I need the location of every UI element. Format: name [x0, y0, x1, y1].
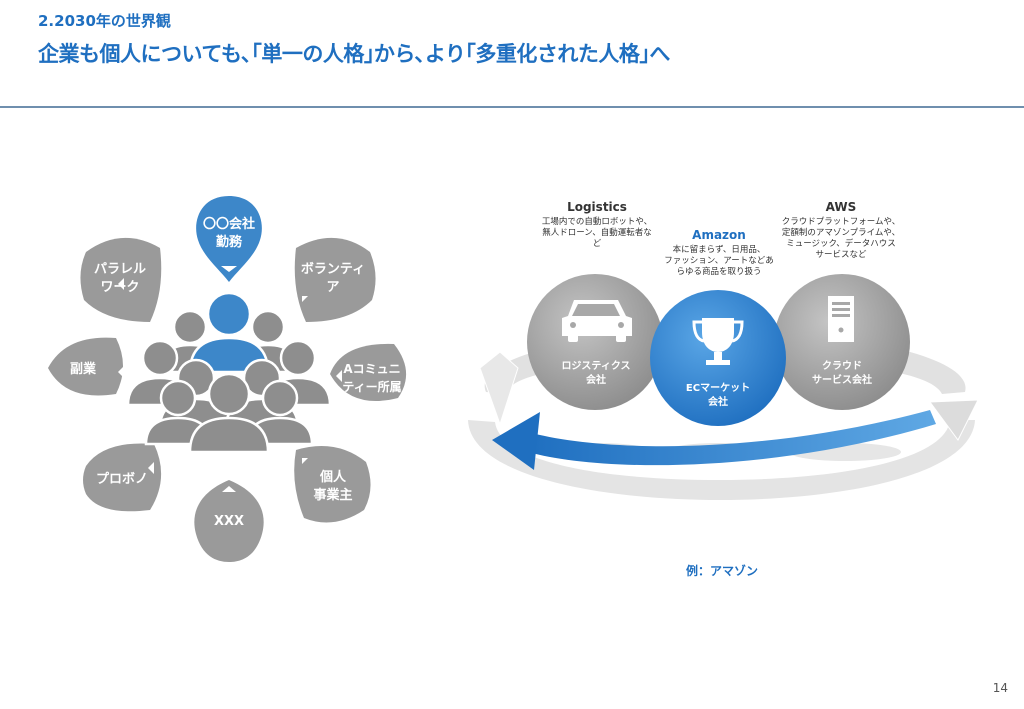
petal-notch — [302, 296, 308, 302]
ring-arrowhead-right — [929, 399, 979, 441]
logistics-block: Logistics 工場内での自動ロボットや、 無人ドローン、自動運転者な ど — [530, 200, 664, 250]
amazon-description: 本に留まらず、日用品、 ファッション、アートなどあ らゆる商品を取り扱う — [652, 245, 786, 278]
label-company: 〇〇会社 — [203, 216, 255, 232]
petal-notch — [118, 366, 124, 378]
page-number: 14 — [992, 681, 1008, 695]
persona-diagram: 〇〇会社 勤務 パラレル ワーク ボランティ ア 副業 Aコミュニ ティー所属 … — [48, 196, 407, 562]
aws-heading: AWS — [825, 200, 857, 214]
label-ec-company-2: 会社 — [708, 395, 728, 408]
section-subtitle: 2.2030年の世界観 — [38, 12, 171, 30]
logistics-desc-3: ど — [592, 239, 602, 249]
petal-parallel-work — [80, 237, 162, 322]
amazon-block: Amazon 本に留まらず、日用品、 ファッション、アートなどあ らゆる商品を取… — [652, 228, 786, 278]
page-title: 企業も個人についても､｢単一の人格｣から､より｢多重化された人格｣へ — [38, 42, 670, 66]
label-company-2: 勤務 — [216, 234, 243, 250]
petal-sole-proprietor — [294, 446, 371, 523]
header-divider — [0, 106, 1024, 108]
aws-desc-3: ミュージック、データハウス — [786, 239, 896, 249]
server-icon — [828, 296, 854, 342]
petal-company — [196, 196, 262, 282]
label-probono: プロボノ — [96, 471, 148, 487]
label-parallel-work: パラレル — [94, 262, 146, 277]
logistics-desc-1: 工場内での自動ロボットや、 — [541, 217, 653, 227]
people-group-icon — [126, 291, 332, 454]
car-icon — [562, 300, 632, 342]
trophy-icon — [692, 318, 744, 365]
amazon-desc-1: 本に留まらず、日用品、 — [672, 245, 766, 255]
petal-notch — [336, 370, 342, 382]
petal-notch — [118, 278, 124, 290]
label-side-job: 副業 — [70, 361, 97, 377]
petal-notch — [222, 486, 236, 492]
label-volunteer: ボランティ — [301, 261, 365, 277]
aws-block: AWS クラウドプラットフォームや、 定額制のアマゾンプライムや、 ミュージック… — [770, 200, 912, 261]
amazon-desc-2: ファッション、アートなどあ — [664, 256, 774, 266]
amazon-heading: Amazon — [692, 228, 746, 242]
petal-side-job — [48, 337, 123, 396]
petal-notch — [148, 462, 154, 474]
petal-xxx — [194, 480, 264, 562]
amazon-diagram: ロジスティクス 会社 ECマーケット 会社 クラウド サービス会社 — [468, 274, 979, 500]
petal-notch — [302, 458, 308, 464]
petal-community — [330, 343, 407, 401]
label-sole-proprietor-2: 事業主 — [313, 487, 352, 503]
label-community: Aコミュニ — [343, 362, 400, 376]
example-caption: 例：アマゾン — [685, 564, 758, 578]
label-volunteer-2: ア — [326, 280, 339, 295]
pointer-notch — [221, 266, 237, 272]
label-parallel-work-2: ワーク — [100, 280, 139, 295]
ring-front — [468, 420, 975, 500]
blue-cycle-arrow — [528, 410, 936, 466]
label-xxx: XXX — [214, 514, 244, 529]
petal-probono — [83, 443, 162, 512]
label-logistics-company-2: 会社 — [586, 373, 606, 386]
circle-logistics — [527, 274, 663, 410]
aws-desc-2: 定額制のアマゾンプライムや、 — [781, 228, 901, 238]
label-sole-proprietor: 個人 — [319, 469, 347, 485]
label-logistics-company: ロジスティクス — [561, 360, 630, 372]
aws-description: クラウドプラットフォームや、 定額制のアマゾンプライムや、 ミュージック、データ… — [770, 217, 912, 261]
label-cloud-company: クラウド — [822, 360, 862, 372]
label-cloud-company-2: サービス会社 — [812, 373, 872, 386]
amazon-desc-3: らゆる商品を取り扱う — [676, 267, 762, 277]
logistics-desc-2: 無人ドローン、自動運転者な — [542, 228, 652, 238]
aws-desc-4: サービスなど — [815, 250, 867, 260]
blue-arrowhead — [492, 412, 540, 470]
petal-volunteer — [294, 237, 376, 322]
logistics-heading: Logistics — [567, 200, 627, 214]
aws-desc-1: クラウドプラットフォームや、 — [781, 217, 901, 227]
ring-arrowhead-left — [479, 351, 519, 426]
logistics-description: 工場内での自動ロボットや、 無人ドローン、自動運転者な ど — [530, 217, 664, 250]
label-community-2: ティー所属 — [342, 379, 401, 394]
label-ec-company: ECマーケット — [686, 382, 750, 394]
